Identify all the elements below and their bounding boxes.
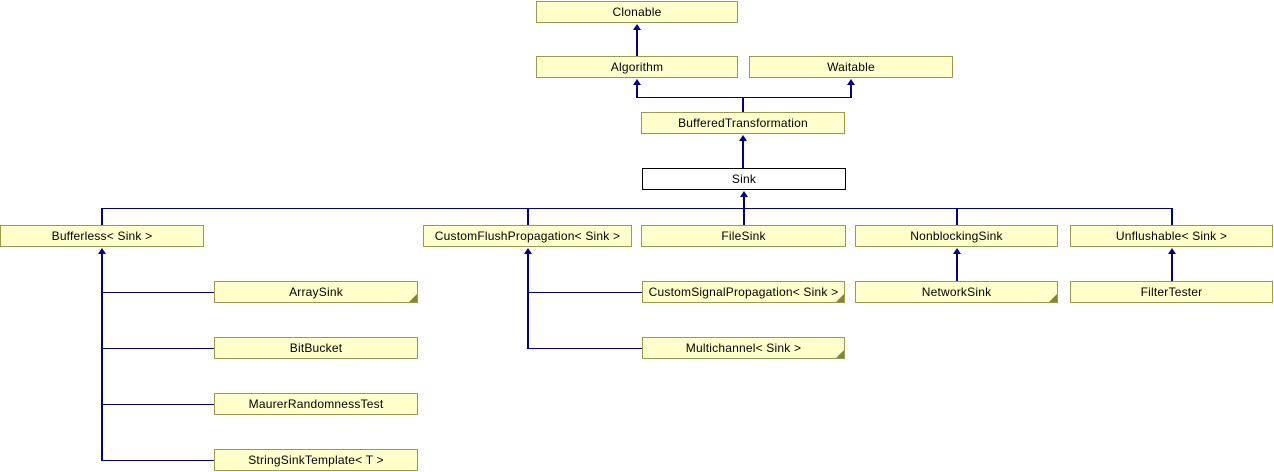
inheritance-edge-segment bbox=[742, 141, 744, 168]
class-node-label: Unflushable< Sink > bbox=[1115, 229, 1228, 243]
inheritance-edge-segment bbox=[636, 97, 852, 98]
inheritance-edge-segment bbox=[1171, 254, 1173, 281]
inheritance-edge-segment bbox=[101, 460, 214, 461]
inheritance-edge-segment bbox=[743, 197, 745, 208]
class-node-clonable[interactable]: Clonable bbox=[536, 1, 738, 23]
inheritance-arrow-icon bbox=[1168, 248, 1176, 254]
inheritance-edge-segment bbox=[101, 208, 103, 225]
class-node-multichannel[interactable]: Multichannel< Sink > bbox=[642, 337, 845, 359]
class-node-label: CustomFlushPropagation< Sink > bbox=[434, 229, 621, 243]
class-node-customflush[interactable]: CustomFlushPropagation< Sink > bbox=[423, 225, 632, 247]
class-node-label: Clonable bbox=[612, 5, 662, 19]
inheritance-arrow-icon bbox=[847, 79, 855, 85]
folded-corner-icon bbox=[1049, 294, 1057, 302]
class-node-label: BitBucket bbox=[289, 341, 343, 355]
class-node-label: MaurerRandomnessTest bbox=[248, 397, 384, 411]
inheritance-edge-segment bbox=[1171, 208, 1173, 225]
inheritance-arrow-icon bbox=[633, 79, 641, 85]
class-node-label: FileSink bbox=[721, 229, 766, 243]
class-node-filtertester[interactable]: FilterTester bbox=[1070, 281, 1273, 303]
inheritance-edge-segment bbox=[636, 30, 638, 56]
class-node-unflushable[interactable]: Unflushable< Sink > bbox=[1070, 225, 1273, 247]
class-node-label: NetworkSink bbox=[921, 285, 992, 299]
class-node-label: BufferedTransformation bbox=[678, 116, 808, 130]
class-node-label: ArraySink bbox=[289, 285, 343, 299]
inheritance-edge-segment bbox=[742, 97, 744, 112]
inheritance-edge-segment bbox=[850, 85, 852, 98]
inheritance-edge-segment bbox=[101, 208, 1173, 209]
class-node-label: Multichannel< Sink > bbox=[685, 341, 802, 355]
class-node-label: FilterTester bbox=[1140, 285, 1203, 299]
inheritance-arrow-icon bbox=[633, 24, 641, 30]
inheritance-edge-segment bbox=[956, 208, 958, 225]
class-node-stringsink[interactable]: StringSinkTemplate< T > bbox=[214, 449, 418, 471]
class-node-waitable[interactable]: Waitable bbox=[749, 56, 953, 78]
class-node-maurer[interactable]: MaurerRandomnessTest bbox=[214, 393, 418, 415]
folded-corner-icon bbox=[836, 294, 844, 302]
inheritance-edge-segment bbox=[527, 254, 529, 349]
class-node-filesink[interactable]: FileSink bbox=[641, 225, 846, 247]
class-node-bufferless[interactable]: Bufferless< Sink > bbox=[0, 225, 204, 247]
class-node-nonblockingsink[interactable]: NonblockingSink bbox=[855, 225, 1058, 247]
inheritance-arrow-icon bbox=[953, 248, 961, 254]
inheritance-edge-segment bbox=[527, 348, 642, 349]
class-node-label: StringSinkTemplate< T > bbox=[248, 453, 384, 467]
inheritance-arrow-icon bbox=[739, 135, 747, 141]
class-node-customsignal[interactable]: CustomSignalPropagation< Sink > bbox=[642, 281, 845, 303]
inheritance-edge-segment bbox=[101, 348, 214, 349]
class-node-label: Algorithm bbox=[610, 60, 664, 74]
inheritance-edge-segment bbox=[956, 254, 958, 281]
inheritance-arrow-icon bbox=[98, 248, 106, 254]
inheritance-edge-segment bbox=[527, 208, 529, 225]
inheritance-edge-segment bbox=[101, 404, 214, 405]
inheritance-edge-segment bbox=[101, 292, 214, 293]
class-node-label: NonblockingSink bbox=[910, 229, 1003, 243]
class-node-algorithm[interactable]: Algorithm bbox=[536, 56, 738, 78]
class-node-sink: Sink bbox=[642, 168, 846, 190]
class-node-label: Sink bbox=[731, 172, 757, 186]
folded-corner-icon bbox=[836, 350, 844, 358]
inheritance-edge-segment bbox=[636, 85, 638, 98]
class-node-buffered_transformation[interactable]: BufferedTransformation bbox=[641, 112, 845, 134]
inheritance-edge-segment bbox=[743, 208, 745, 225]
class-node-arraysink[interactable]: ArraySink bbox=[214, 281, 418, 303]
inheritance-arrow-icon bbox=[740, 191, 748, 197]
class-node-bitbucket[interactable]: BitBucket bbox=[214, 337, 418, 359]
inheritance-edge-segment bbox=[527, 292, 642, 293]
inheritance-edge-segment bbox=[101, 254, 103, 461]
class-node-networksink[interactable]: NetworkSink bbox=[855, 281, 1058, 303]
class-node-label: Bufferless< Sink > bbox=[51, 229, 153, 243]
class-node-label: Waitable bbox=[827, 60, 875, 74]
class-node-label: CustomSignalPropagation< Sink > bbox=[648, 285, 839, 299]
folded-corner-icon bbox=[409, 294, 417, 302]
inheritance-arrow-icon bbox=[524, 248, 532, 254]
